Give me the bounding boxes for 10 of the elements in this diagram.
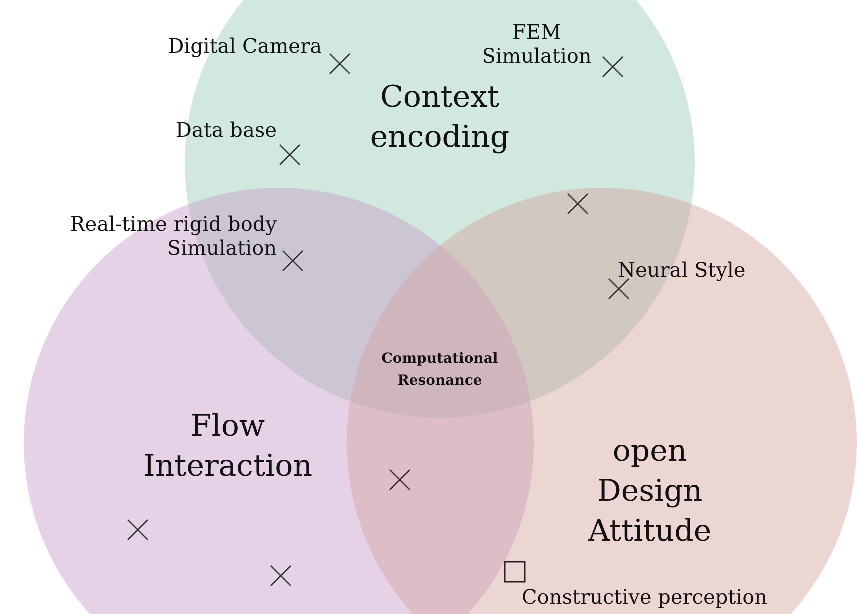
intersection-label: Computational Resonance — [380, 350, 500, 391]
circle-label: open Design Attitude — [587, 433, 713, 551]
circle-label: Context encoding — [369, 79, 511, 157]
item-label: Real-time rigid body Simulation — [69, 212, 277, 260]
item-label: Data base — [176, 118, 277, 142]
item-label: Constructive perception — [522, 585, 768, 609]
item-label: Digital Camera — [168, 34, 322, 58]
circle-label: Flow Interaction — [142, 408, 314, 486]
item-label: Neural Style — [618, 258, 746, 282]
item-label: FEM Simulation — [481, 20, 593, 68]
